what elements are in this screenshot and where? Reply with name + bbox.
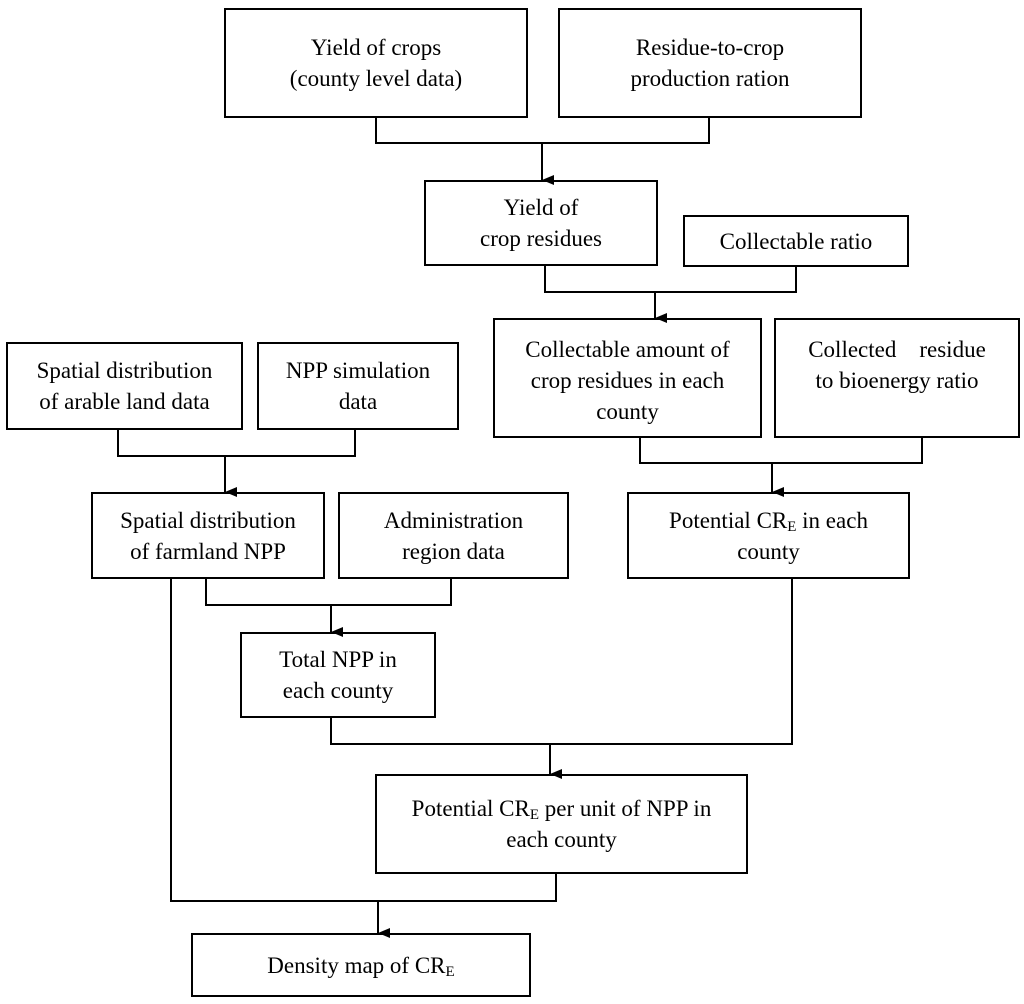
total-npp-line-2: each county [282, 678, 394, 703]
spatial-arable-line-2: of arable land data [39, 389, 210, 414]
administration-region-line-1: Administration [383, 507, 524, 533]
connector-arable-merge [117, 430, 356, 457]
yield-of-crop-residues-box: Yield of crop residues [424, 180, 658, 266]
potential-cre-per-npp-box: Potential CRE per unit of NPP in each co… [375, 774, 748, 874]
potential-cre-unit-line-2: each county [506, 827, 617, 852]
spatial-farmland-line-1: Spatial distribution [120, 507, 296, 533]
spatial-arable-line-1: Spatial distribution [36, 358, 213, 383]
spatial-arable-land-box: Spatial distribution of arable land data [6, 342, 243, 430]
npp-simulation-line-2: data [338, 389, 378, 414]
administration-region-box: Administration region data [338, 492, 569, 579]
connector-residues-merge [544, 266, 797, 293]
collected-residue-line-1: Collected residue [808, 337, 986, 362]
potential-cre-subscript: E [787, 518, 797, 535]
potential-cre-unit-suffix: per unit of NPP in [539, 796, 712, 821]
connector-top-merge [375, 118, 710, 144]
collected-residue-bioenergy-box: Collected residue to bioenergy ratio [774, 318, 1020, 438]
collectable-amount-line-3: county [596, 399, 659, 424]
potential-cre-unit-text: Potential CR [411, 796, 530, 821]
yield-of-crop-residues-line-1: Yield of [503, 195, 579, 220]
collectable-ratio-box: Collectable ratio [683, 215, 909, 267]
potential-cre-line-1: Potential CRE in each [669, 505, 868, 536]
potential-cre-line-2: county [737, 538, 800, 564]
connector-total-merge [330, 579, 793, 745]
residue-to-crop-line-2: production ration [630, 66, 790, 91]
collectable-ratio-line-1: Collectable ratio [719, 228, 873, 254]
residue-to-crop-ratio-box: Residue-to-crop production ration [558, 8, 862, 118]
density-map-line-1: Density map of CRE [267, 950, 454, 981]
potential-cre-unit-subscript: E [529, 807, 540, 823]
total-npp-box: Total NPP in each county [240, 632, 436, 718]
collected-residue-line-2: to bioenergy ratio [815, 368, 979, 393]
yield-of-crops-line-2: (county level data) [289, 66, 463, 91]
density-map-subscript: E [445, 963, 455, 980]
connector-admin-merge [205, 579, 452, 606]
yield-of-crop-residues-line-2: crop residues [480, 226, 602, 251]
potential-cre-county-box: Potential CRE in each county [627, 492, 910, 579]
connector-bioenergy-merge [639, 438, 923, 464]
collectable-amount-line-1: Collectable amount of [525, 337, 730, 362]
potential-cre-suffix: in each [796, 507, 868, 533]
density-map-text: Density map of CR [267, 952, 446, 978]
potential-cre-text: Potential CR [669, 507, 788, 533]
collectable-amount-line-2: crop residues in each [530, 368, 725, 393]
collectable-amount-box: Collectable amount of crop residues in e… [493, 318, 762, 438]
density-map-box: Density map of CRE [191, 933, 531, 997]
npp-simulation-line-1: NPP simulation [285, 358, 431, 383]
yield-of-crops-box: Yield of crops (county level data) [224, 8, 528, 118]
total-npp-line-1: Total NPP in [279, 647, 397, 672]
spatial-farmland-line-2: of farmland NPP [130, 538, 286, 564]
yield-of-crops-line-1: Yield of crops [310, 35, 442, 60]
potential-cre-unit-line-1: Potential CRE per unit of NPP in [412, 793, 712, 824]
spatial-farmland-npp-box: Spatial distribution of farmland NPP [91, 492, 325, 579]
connector-density-merge [170, 579, 557, 902]
residue-to-crop-line-1: Residue-to-crop [635, 35, 785, 60]
npp-simulation-box: NPP simulation data [257, 342, 459, 430]
administration-region-line-2: region data [402, 538, 505, 564]
